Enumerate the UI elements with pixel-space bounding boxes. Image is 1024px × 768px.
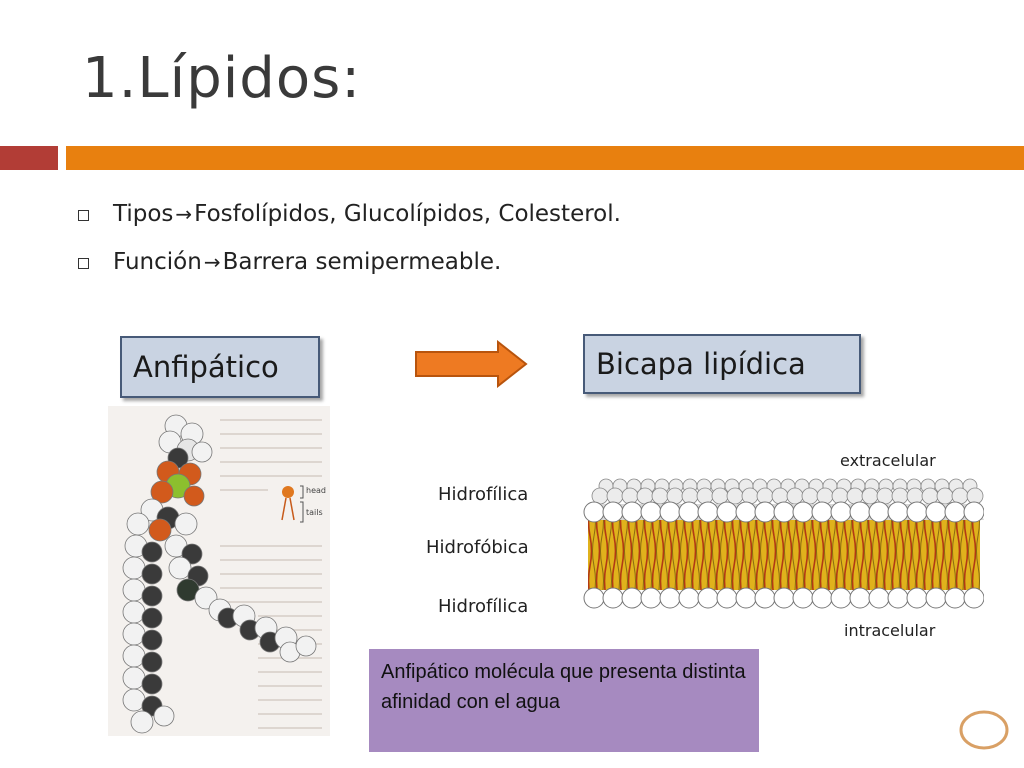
arrow-right-icon: → — [203, 250, 221, 274]
lipid-head — [887, 587, 909, 609]
bullet-tipos: Tipos →Fosfolípidos, Glucolípidos, Coles… — [78, 190, 621, 238]
extracellular-label: extracelular — [840, 451, 936, 470]
bullet-lead: Función — [113, 249, 202, 275]
bullet-lead: Tipos — [113, 201, 174, 227]
lipid-head — [944, 501, 966, 523]
lipid-head — [640, 587, 662, 609]
anfipatico-label: Anfipático — [120, 336, 320, 398]
lipid-head — [887, 501, 909, 523]
lipid-head — [621, 501, 643, 523]
lipid-head — [906, 487, 924, 505]
hidrofilica-bottom-label: Hidrofílica — [438, 596, 529, 617]
lipid-head — [906, 501, 928, 523]
lipid-head — [906, 587, 928, 609]
square-bullet-icon — [78, 257, 89, 269]
lipid-head — [602, 587, 624, 609]
legend-tails-label: tails — [306, 508, 323, 517]
lipid-head — [925, 501, 947, 523]
arrow-right-icon — [415, 340, 528, 388]
lipid-head — [773, 587, 795, 609]
lipid-head — [697, 587, 719, 609]
lipid-head — [716, 501, 738, 523]
lipid-head — [678, 501, 700, 523]
definition-note: Anfipático molécula que presenta distint… — [369, 649, 759, 752]
lipid-head — [944, 587, 966, 609]
lipid-head — [849, 501, 871, 523]
lipid-head — [602, 501, 624, 523]
lipid-head — [678, 587, 700, 609]
lipid-head — [651, 487, 669, 505]
lipid-head — [925, 587, 947, 609]
lipid-head — [697, 501, 719, 523]
lipid-head — [726, 487, 744, 505]
bullet-list: Tipos →Fosfolípidos, Glucolípidos, Coles… — [78, 190, 621, 286]
lipid-head — [735, 587, 757, 609]
bullet-rest: Fosfolípidos, Glucolípidos, Colesterol. — [194, 201, 621, 227]
lipid-head — [640, 501, 662, 523]
lipid-head — [583, 501, 605, 523]
hidrofobica-label: Hidrofóbica — [426, 537, 529, 558]
lipid-head — [830, 587, 852, 609]
lipid-head — [659, 501, 681, 523]
lipid-head — [696, 487, 714, 505]
bullet-funcion: Función → Barrera semipermeable. — [78, 238, 621, 286]
lipid-head — [659, 587, 681, 609]
lipid-head — [792, 501, 814, 523]
lipid-head — [811, 587, 833, 609]
lipid-head — [771, 487, 789, 505]
hidrofilica-top-label: Hidrofílica — [438, 484, 529, 505]
lipid-head — [606, 487, 624, 505]
intracellular-label: intracelular — [844, 621, 936, 640]
lipid-head — [735, 501, 757, 523]
bicapa-label: Bicapa lipídica — [583, 334, 861, 394]
lipid-head — [621, 587, 643, 609]
lipid-head — [773, 501, 795, 523]
title-bar-right — [66, 146, 1024, 170]
lipid-bilayer-image — [583, 478, 984, 609]
lipid-head — [861, 487, 879, 505]
lipid-head — [754, 501, 776, 523]
slide-title: 1.Lípidos: — [82, 46, 362, 111]
lipid-head — [963, 587, 984, 609]
lipid-head — [621, 487, 639, 505]
square-bullet-icon — [78, 209, 89, 221]
lipid-head — [792, 587, 814, 609]
lipid-head — [868, 501, 890, 523]
lipid-head — [716, 587, 738, 609]
lipid-head — [963, 501, 984, 523]
legend-head-label: head — [306, 486, 326, 495]
lipid-head — [891, 487, 909, 505]
bullet-rest: Barrera semipermeable. — [222, 249, 502, 275]
lipid-head — [849, 587, 871, 609]
lipid-head — [868, 587, 890, 609]
lipid-head — [754, 587, 776, 609]
lipid-head — [811, 501, 833, 523]
circle-icon — [959, 710, 1009, 750]
lipid-head — [830, 501, 852, 523]
title-bar-left — [0, 146, 58, 170]
lipid-head — [741, 487, 759, 505]
lipid-head — [936, 487, 954, 505]
lipid-head — [816, 487, 834, 505]
lipid-head — [583, 587, 605, 609]
arrow-right-icon: → — [175, 202, 193, 226]
lipid-head — [786, 487, 804, 505]
phospholipid-molecule-image — [108, 406, 330, 736]
